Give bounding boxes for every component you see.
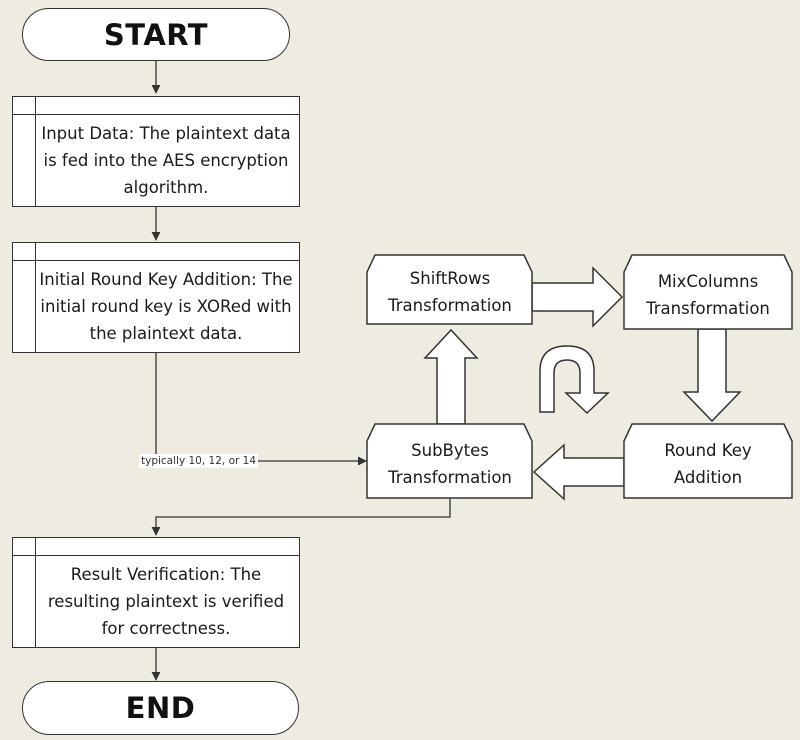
rounds-edge-label: typically 10, 12, or 14	[139, 454, 259, 468]
initial-round-key-node[interactable]: Initial Round Key Addition: The initial …	[12, 242, 300, 353]
block-arrow-subbytes-to-shiftrows	[423, 328, 479, 425]
block-arrow-shiftrows-to-mixcolumns	[531, 266, 624, 328]
node-header-bar	[13, 97, 299, 115]
block-arrow-roundkey-to-subbytes	[532, 443, 625, 501]
connector-subbytes-to-result	[151, 498, 451, 536]
shiftrows-text: ShiftRows Transformation	[388, 269, 512, 315]
roundkey-node-shape[interactable]	[623, 423, 793, 499]
end-node[interactable]: END	[22, 681, 299, 735]
node-header-bar	[13, 538, 299, 556]
node-side-bar	[35, 243, 36, 352]
shiftrows-node-shape[interactable]	[366, 254, 533, 325]
initial-round-key-text: Initial Round Key Addition: The initial …	[39, 269, 293, 343]
input-data-node[interactable]: Input Data: The plaintext data is fed in…	[12, 96, 300, 207]
input-data-text: Input Data: The plaintext data is fed in…	[41, 123, 291, 197]
loop-uturn-icon	[539, 345, 610, 415]
result-verification-text: Result Verification: The resulting plain…	[47, 564, 285, 638]
connector-initial-key-to-subbytes	[155, 353, 367, 466]
node-side-bar	[35, 97, 36, 206]
result-verification-node[interactable]: Result Verification: The resulting plain…	[12, 537, 300, 648]
roundkey-text: Round Key Addition	[664, 441, 752, 487]
start-node[interactable]: START	[22, 8, 290, 61]
mixcolumns-node-shape[interactable]	[623, 254, 793, 330]
mixcolumns-text: MixColumns Transformation	[646, 272, 770, 318]
node-header-bar	[13, 243, 299, 261]
node-side-bar	[35, 538, 36, 647]
subbytes-text: SubBytes Transformation	[388, 441, 512, 487]
subbytes-node-shape[interactable]	[366, 423, 533, 499]
block-arrow-mixcolumns-to-roundkey	[682, 328, 742, 423]
